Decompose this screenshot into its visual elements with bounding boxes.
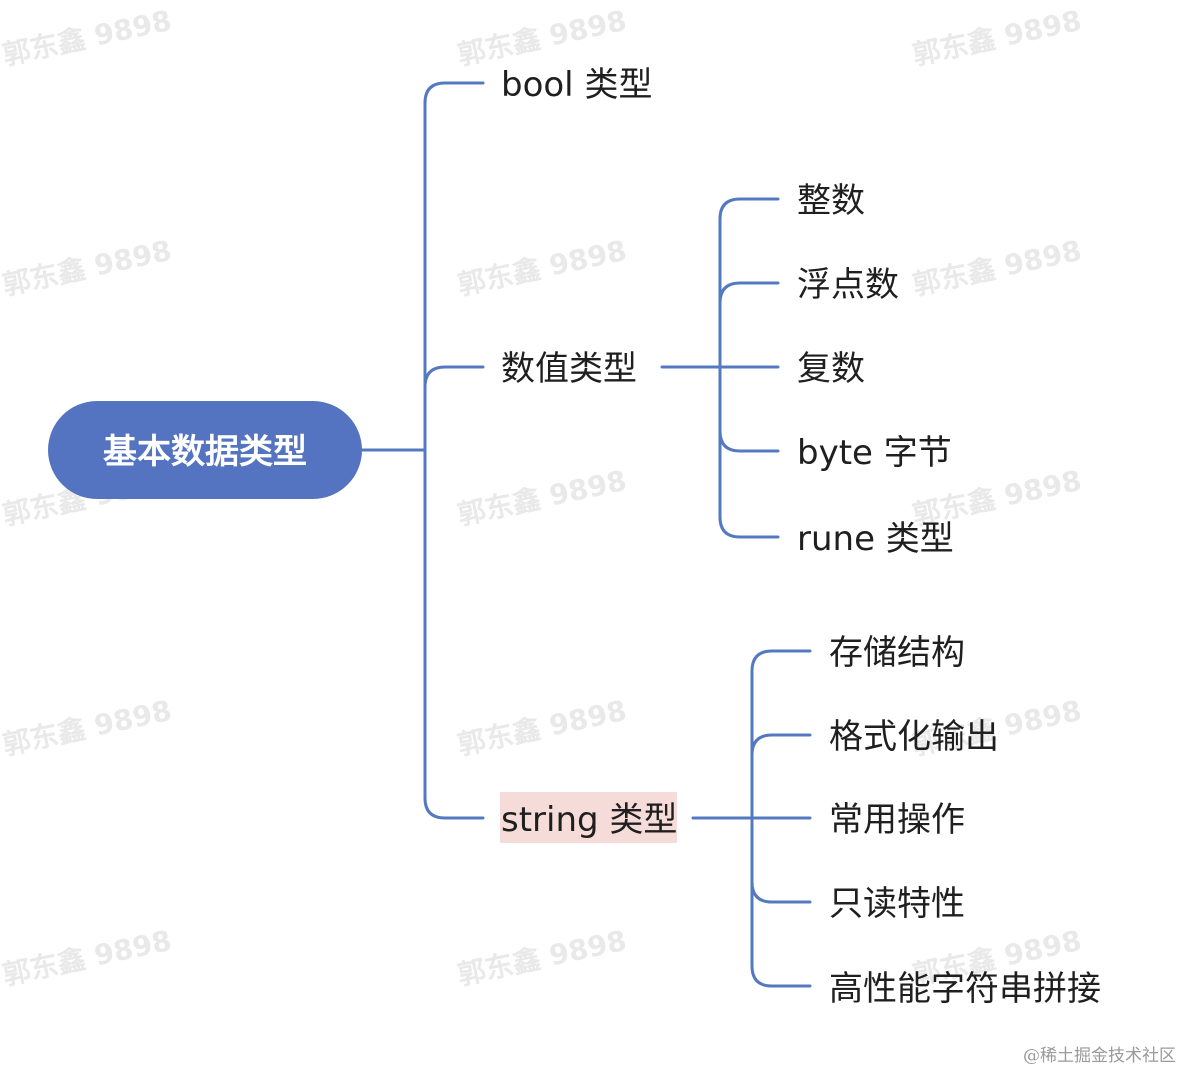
- connector-numeric: [423, 365, 485, 389]
- watermark: 郭东鑫 9898: [0, 4, 174, 72]
- branch-string-highlight: [500, 792, 677, 843]
- branch-string[interactable]: string 类型: [500, 792, 677, 843]
- leaf-float[interactable]: 浮点数: [797, 265, 899, 305]
- leaf-format[interactable]: 格式化输出: [829, 717, 999, 757]
- branch-bool[interactable]: bool 类型: [501, 65, 652, 105]
- watermark: 郭东鑫 9898: [0, 234, 174, 302]
- connector-root-bracket: [423, 81, 485, 820]
- branch-bool-label: bool 类型: [501, 65, 652, 105]
- watermark: 郭东鑫 9898: [455, 694, 630, 762]
- watermark: 郭东鑫 9898: [910, 4, 1085, 72]
- leaf-ops[interactable]: 常用操作: [829, 800, 965, 840]
- connectors-string: [691, 649, 812, 988]
- watermark: 郭东鑫 9898: [910, 234, 1085, 302]
- leaf-concat[interactable]: 高性能字符串拼接: [829, 969, 1101, 1009]
- watermark: 郭东鑫 9898: [0, 694, 174, 762]
- branch-numeric-label: 数值类型: [501, 349, 637, 389]
- root-node[interactable]: 基本数据类型: [48, 401, 362, 499]
- connectors-root: [360, 81, 485, 820]
- numeric-children: 整数 浮点数 复数 byte 字节 rune 类型: [797, 181, 954, 559]
- connector-byte: [718, 429, 780, 453]
- connectors-numeric: [660, 197, 780, 539]
- watermark: 郭东鑫 9898: [0, 924, 174, 992]
- branch-string-label: string 类型: [501, 800, 677, 840]
- branch-numeric[interactable]: 数值类型: [501, 349, 637, 389]
- watermark: 郭东鑫 9898: [455, 4, 630, 72]
- leaf-complex[interactable]: 复数: [797, 349, 865, 389]
- connector-format: [750, 733, 812, 757]
- site-credit: @稀土掘金技术社区: [1023, 1046, 1176, 1066]
- leaf-storage[interactable]: 存储结构: [829, 633, 965, 673]
- watermark: 郭东鑫 9898: [455, 234, 630, 302]
- watermark: 郭东鑫 9898: [455, 464, 630, 532]
- leaf-readonly[interactable]: 只读特性: [829, 884, 965, 924]
- leaf-rune[interactable]: rune 类型: [797, 519, 954, 559]
- leaf-integer[interactable]: 整数: [797, 181, 865, 221]
- leaf-byte[interactable]: byte 字节: [797, 433, 952, 473]
- root-node-label: 基本数据类型: [103, 432, 307, 472]
- string-children: 存储结构 格式化输出 常用操作 只读特性 高性能字符串拼接: [829, 633, 1101, 1009]
- watermark: 郭东鑫 9898: [455, 924, 630, 992]
- connector-readonly: [750, 880, 812, 904]
- connector-float: [718, 281, 780, 305]
- root-node-box: [48, 401, 362, 499]
